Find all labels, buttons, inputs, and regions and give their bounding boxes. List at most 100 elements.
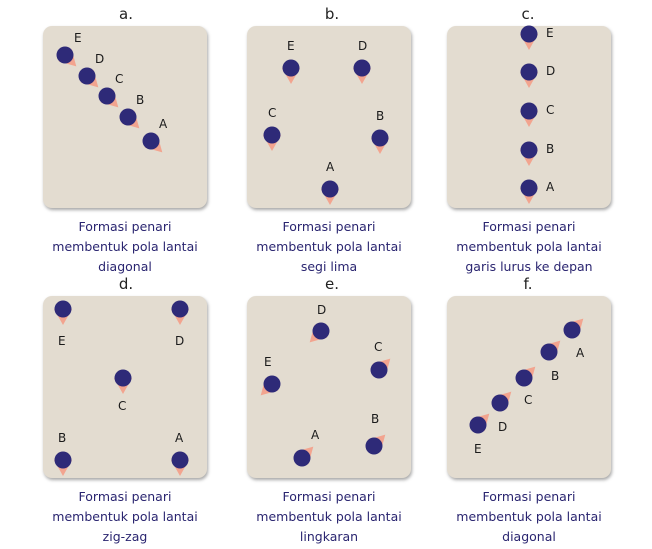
dancer-label: C xyxy=(374,340,383,354)
panel-f-letter: f. xyxy=(523,275,533,293)
panel-c-letter: c. xyxy=(521,5,535,23)
dancer-figure xyxy=(365,434,386,455)
dancer-label: D xyxy=(546,64,556,78)
dancer-figure xyxy=(56,46,77,67)
caption-line: Formasi penari xyxy=(482,489,576,504)
dancer-dot xyxy=(491,394,509,412)
dancer-label: A xyxy=(546,180,555,194)
caption-line: diagonal xyxy=(502,529,556,544)
dancer-label: B xyxy=(136,93,145,107)
dancer-label: E xyxy=(287,39,295,53)
dancer-dot xyxy=(142,132,160,150)
dancer-figure xyxy=(263,126,281,151)
dancer-dot xyxy=(171,300,189,318)
dancer-figure xyxy=(260,375,281,396)
dancer-dot xyxy=(469,416,487,434)
dancer-label: D xyxy=(175,334,185,348)
dancer-figure xyxy=(293,446,314,467)
caption-line: garis lurus ke depan xyxy=(465,259,593,274)
dancer-dot xyxy=(171,451,189,469)
dancer-dot xyxy=(312,322,330,340)
panel-a-caption: Formasi penari membentuk pola lantai dia… xyxy=(30,217,220,277)
dancer-dot xyxy=(98,87,116,105)
dancer-figure xyxy=(520,25,538,50)
dancer-dot xyxy=(78,67,96,85)
dancer-dot xyxy=(321,180,339,198)
dancer-dot xyxy=(370,361,388,379)
panel-d-letter: d. xyxy=(118,275,134,293)
dancer-figure xyxy=(520,179,538,204)
dancer-label: D xyxy=(95,52,105,66)
caption-line: Formasi penari xyxy=(78,219,172,234)
dancer-figure xyxy=(540,340,561,361)
panel-d-caption: Formasi penari membentuk pola lantai zig… xyxy=(30,487,220,547)
dancer-figure xyxy=(353,59,371,84)
dancer-label: A xyxy=(576,346,585,360)
dancer-dot xyxy=(540,343,558,361)
dancer-dot xyxy=(56,46,74,64)
dancer-label: D xyxy=(358,39,368,53)
caption-line: membentuk pola lantai xyxy=(256,239,402,254)
dancer-dot xyxy=(520,102,538,120)
panel-b-caption: Formasi penari membentuk pola lantai seg… xyxy=(234,217,424,277)
dancer-dot xyxy=(54,300,72,318)
dancer-label: E xyxy=(58,334,66,348)
dancer-label: B xyxy=(546,142,555,156)
dancer-dot xyxy=(515,369,533,387)
dancer-label: E xyxy=(264,355,272,369)
caption-line: Formasi penari xyxy=(282,489,376,504)
panel-f-board xyxy=(447,296,611,478)
dancer-figure xyxy=(282,59,300,84)
dancer-label: A xyxy=(175,431,184,445)
dancer-dot xyxy=(365,437,383,455)
dancer-label: B xyxy=(371,412,380,426)
dancer-label: D xyxy=(317,303,327,317)
dancer-label: E xyxy=(74,31,82,45)
dancer-label: C xyxy=(524,393,533,407)
dancer-figure xyxy=(98,87,119,108)
dancer-label: D xyxy=(498,420,508,434)
dancer-dot xyxy=(263,375,281,393)
dancer-dot xyxy=(520,63,538,81)
panel-e-caption: Formasi penari membentuk pola lantai lin… xyxy=(234,487,424,547)
dancer-label: B xyxy=(58,431,67,445)
caption-line: diagonal xyxy=(98,259,152,274)
dancer-figure xyxy=(142,132,163,153)
dancer-dot xyxy=(119,108,137,126)
dancer-dot xyxy=(282,59,300,77)
dancer-figure xyxy=(515,366,536,387)
dancer-figure xyxy=(54,300,72,325)
dancer-figure xyxy=(469,413,490,434)
dancer-label: E xyxy=(546,26,554,40)
dancer-label: B xyxy=(551,369,560,383)
dancer-label: C xyxy=(268,106,277,120)
panel-c-caption: Formasi penari membentuk pola lantai gar… xyxy=(434,217,624,277)
caption-line: Formasi penari xyxy=(78,489,172,504)
dancer-dot xyxy=(520,25,538,43)
caption-line: membentuk pola lantai xyxy=(52,509,198,524)
caption-line: lingkaran xyxy=(299,529,359,544)
dancer-figure xyxy=(171,451,189,476)
dancer-label: C xyxy=(546,103,555,117)
caption-line: membentuk pola lantai xyxy=(456,239,602,254)
dancer-figure xyxy=(309,322,330,343)
dancer-figure xyxy=(370,358,391,379)
dancer-figure xyxy=(321,180,339,205)
caption-line: membentuk pola lantai xyxy=(456,509,602,524)
dancer-label: A xyxy=(159,117,168,131)
dancer-figure xyxy=(520,141,538,166)
dancer-figure xyxy=(491,391,512,412)
dancer-figure xyxy=(54,451,72,476)
dancer-figure xyxy=(78,67,99,88)
dancer-dot xyxy=(520,141,538,159)
dancer-figure xyxy=(371,129,389,154)
dancer-label: E xyxy=(474,442,482,456)
caption-line: zig-zag xyxy=(102,529,148,544)
dancer-figure xyxy=(171,300,189,325)
dancer-figure xyxy=(520,102,538,127)
caption-line: Formasi penari xyxy=(482,219,576,234)
dancer-label: A xyxy=(311,428,320,442)
dancer-dot xyxy=(520,179,538,197)
caption-line: membentuk pola lantai xyxy=(52,239,198,254)
dancer-dot xyxy=(114,369,132,387)
